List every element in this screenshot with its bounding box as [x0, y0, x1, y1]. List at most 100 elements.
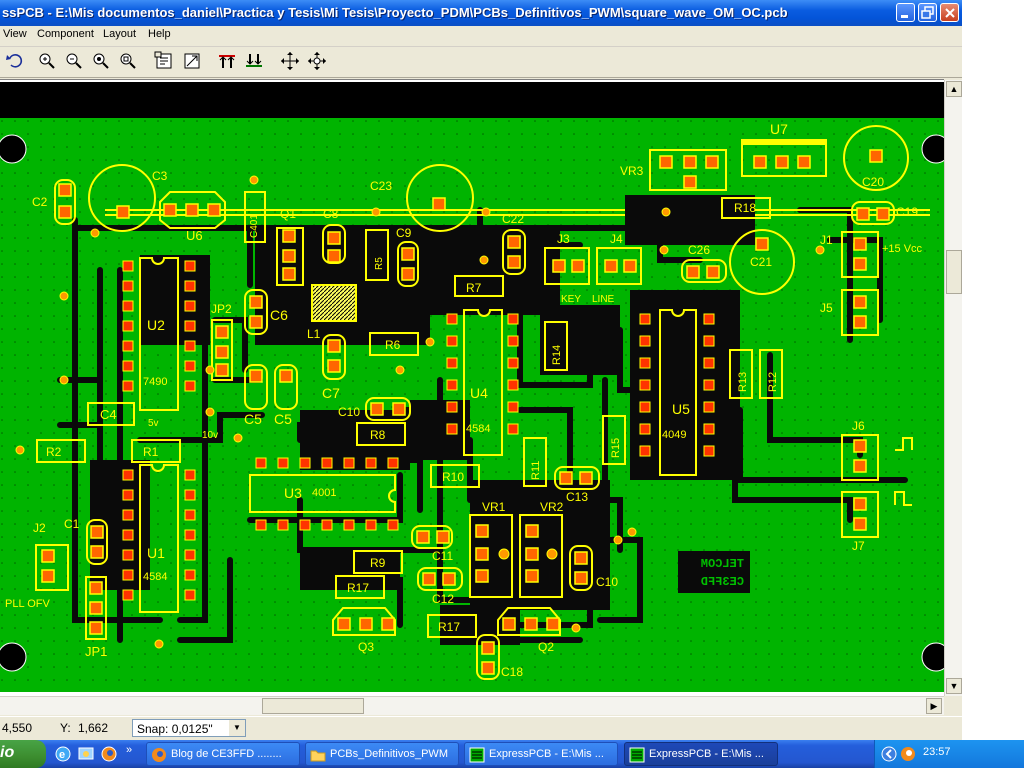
label-r13: R13 — [737, 372, 749, 392]
label-c26: C26 — [688, 243, 710, 257]
mounting-holes — [0, 134, 944, 672]
label-5v: 5v — [148, 418, 159, 429]
zoom-window-button[interactable] — [117, 50, 139, 72]
label-vcc: +15 Vcc — [882, 243, 923, 255]
snap-select[interactable]: Snap: 0,0125" ▼ — [132, 719, 246, 737]
scroll-right-button[interactable]: ▶ — [926, 698, 942, 714]
label-r9: R9 — [370, 556, 386, 570]
label-r5: R5 — [374, 257, 385, 270]
close-button[interactable] — [940, 3, 959, 22]
maximize-button[interactable] — [918, 3, 937, 22]
taskbar-button-folder[interactable]: PCBs_Definitivos_PWM — [305, 742, 459, 766]
label-jp1: JP1 — [85, 644, 107, 659]
menu-layout[interactable]: Layout — [103, 28, 137, 40]
quicklaunch-expand-icon[interactable]: » — [126, 744, 133, 756]
pcb-canvas[interactable]: C3 C23 C2 U6 C401 Q1 C8 C9 C22 J3 J4 VR3… — [0, 79, 944, 696]
restore-icon — [921, 6, 934, 19]
label-c9: C9 — [396, 226, 412, 240]
firefox-tray-icon[interactable] — [900, 746, 916, 762]
label-q2: Q2 — [538, 640, 554, 654]
zoom-window-icon — [120, 53, 136, 69]
label-j1: J1 — [820, 233, 833, 247]
zoom-fit-button[interactable] — [90, 50, 112, 72]
label-r14: R14 — [551, 345, 563, 365]
menu-component[interactable]: Component — [37, 28, 94, 40]
vertical-scrollbar[interactable]: ▲ ▼ — [944, 80, 962, 696]
desktop-background — [962, 0, 1024, 740]
properties-button[interactable] — [153, 50, 175, 72]
taskbar-button-expresspcb-1[interactable]: ExpressPCB - E:\Mis ... — [464, 742, 618, 766]
scroll-up-button[interactable]: ▲ — [946, 81, 962, 97]
zoom-out-button[interactable] — [63, 50, 85, 72]
label-r2: R2 — [46, 445, 62, 459]
label-c19: C19 — [896, 205, 918, 219]
rotate-icon — [308, 52, 326, 70]
label-c5-b: C5 — [274, 411, 292, 427]
label-r10: R10 — [442, 470, 464, 484]
label-r1: R1 — [143, 445, 159, 459]
internet-explorer-icon[interactable]: e — [54, 745, 72, 763]
label-u6: U6 — [186, 228, 203, 243]
silkscreen — [35, 125, 913, 680]
properties-icon — [154, 51, 172, 69]
label-jp2: JP2 — [211, 302, 232, 316]
vertical-scroll-thumb[interactable] — [946, 250, 962, 294]
show-desktop-icon[interactable] — [77, 745, 95, 763]
top-trace-group — [105, 209, 930, 216]
label-c10-a: C10 — [338, 405, 360, 419]
taskbar-button-label: PCBs_Definitivos_PWM — [330, 748, 448, 760]
label-r17-b: R17 — [438, 620, 460, 634]
horizontal-scrollbar[interactable]: ▶ — [0, 696, 944, 715]
label-10v: 10v — [202, 430, 218, 441]
layer-top-icon — [219, 55, 235, 68]
firefox-quicklaunch-icon[interactable] — [100, 745, 118, 763]
label-q3: Q3 — [358, 640, 374, 654]
label-u1: U1 — [147, 545, 165, 561]
expresspcb-icon — [629, 747, 645, 763]
label-u2: U2 — [147, 317, 165, 333]
label-j6: J6 — [852, 419, 865, 433]
menu-help[interactable]: Help — [148, 28, 171, 40]
minimize-button[interactable] — [896, 3, 915, 22]
label-j7: J7 — [852, 539, 865, 553]
horizontal-scroll-thumb[interactable] — [262, 698, 364, 714]
zoom-in-icon — [39, 53, 55, 69]
clock[interactable]: 23:57 — [923, 746, 951, 758]
taskbar: io e » Blog de CE3FFD ........ PCBs_Defi… — [0, 740, 1024, 768]
label-4049: 4049 — [662, 429, 686, 441]
chevron-down-icon[interactable]: ▼ — [229, 720, 245, 736]
start-button[interactable]: io — [0, 740, 46, 768]
start-label: io — [0, 744, 15, 761]
menu-bar: View Component Layout Help — [0, 26, 962, 47]
taskbar-button-label: ExpressPCB - E:\Mis ... — [489, 748, 604, 760]
label-r18: R18 — [734, 201, 756, 215]
tray-expand-icon[interactable] — [881, 746, 897, 762]
label-c12: C12 — [432, 592, 454, 606]
label-telcom: TELCOM — [701, 557, 744, 571]
mounting-hole — [921, 642, 944, 672]
layer-top-button[interactable] — [216, 50, 238, 72]
label-j3: J3 — [557, 232, 570, 246]
undo-button[interactable] — [3, 50, 25, 72]
label-q1: Q1 — [280, 207, 296, 221]
expresspcb-icon — [469, 747, 485, 763]
folder-icon — [310, 750, 326, 762]
svg-text:e: e — [59, 749, 65, 761]
label-c401: C401 — [249, 214, 260, 238]
layer-bottom-icon — [246, 54, 262, 67]
taskbar-button-expresspcb-2[interactable]: ExpressPCB - E:\Mis ... — [624, 742, 778, 766]
label-c10-b: C10 — [596, 575, 618, 589]
label-c4: C4 — [100, 407, 117, 422]
zoom-in-button[interactable] — [36, 50, 58, 72]
title-bar[interactable]: ssPCB - E:\Mis documentos_daniel\Practic… — [0, 0, 962, 26]
label-c13: C13 — [566, 490, 588, 504]
taskbar-button-blog[interactable]: Blog de CE3FFD ........ — [146, 742, 300, 766]
component-button[interactable] — [181, 50, 203, 72]
move-button[interactable] — [279, 50, 301, 72]
layer-bottom-button[interactable] — [243, 50, 265, 72]
menu-view[interactable]: View — [3, 28, 27, 40]
minimize-icon — [901, 15, 908, 18]
scroll-down-button[interactable]: ▼ — [946, 678, 962, 694]
label-c8: C8 — [323, 207, 339, 221]
rotate-button[interactable] — [306, 50, 328, 72]
